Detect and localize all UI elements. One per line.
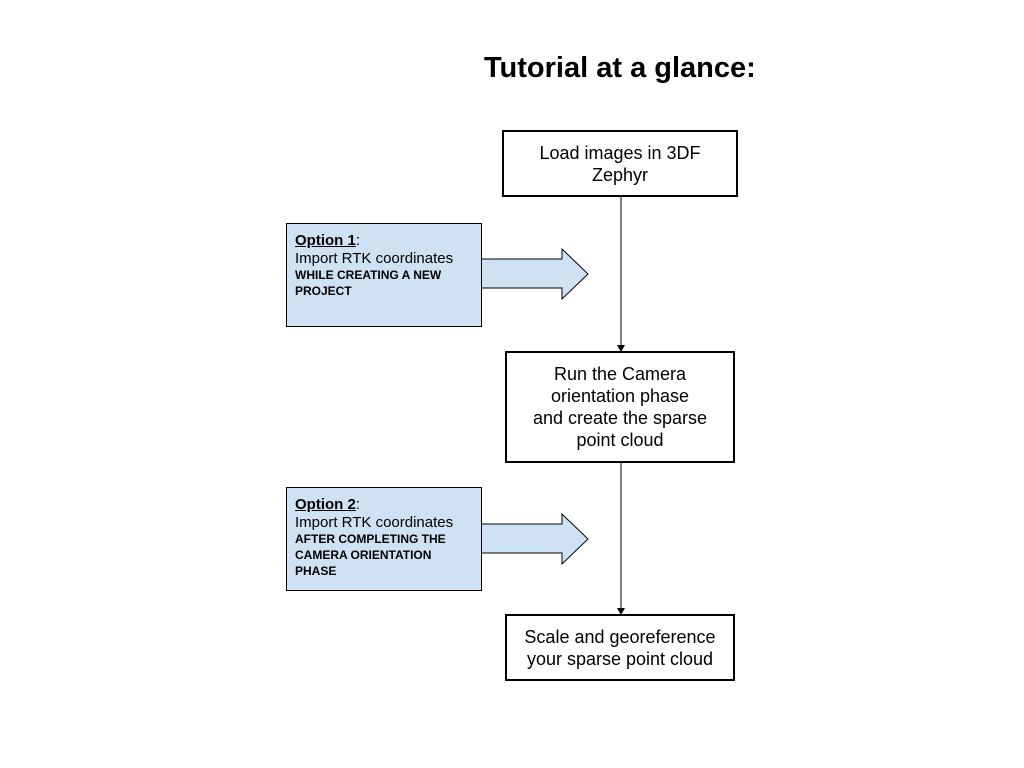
- option-1-block-arrow: [479, 247, 589, 301]
- diagram-title: Tutorial at a glance:: [484, 52, 756, 84]
- step-line: Zephyr: [591, 164, 649, 185]
- option-2-detail-line: PHASE: [295, 564, 337, 578]
- option-2-detail-line: CAMERA ORIENTATION: [295, 548, 432, 562]
- option-2-detail-line: AFTER COMPLETING THE: [295, 532, 446, 546]
- step-line: and create the sparse: [532, 408, 708, 428]
- step-line: orientation phase: [550, 386, 690, 406]
- step-line: Run the Camera: [553, 364, 687, 384]
- option-2-description: Import RTK coordinates: [295, 514, 454, 531]
- option-2-name: Option 2: [295, 496, 356, 513]
- option-1-heading: Option 1:: [295, 232, 481, 250]
- option-1-detail-line: WHILE CREATING A NEW: [295, 268, 442, 282]
- option-2-heading: Option 2:: [295, 496, 481, 514]
- step-scale-georeference: Scale and georeference your sparse point…: [505, 614, 735, 681]
- step-line: point cloud: [576, 430, 664, 450]
- step-load-images: Load images in 3DF Zephyr: [502, 130, 738, 197]
- option-2-block-arrow: [479, 512, 589, 566]
- option-1-colon: :: [355, 232, 360, 249]
- step-line: your sparse point cloud: [526, 648, 714, 669]
- option-1-detail-line: PROJECT: [295, 284, 352, 298]
- option-2-box: Option 2: Import RTK coordinates AFTER C…: [286, 487, 482, 591]
- step-line: Scale and georeference: [524, 626, 716, 647]
- step-camera-orientation: Run the Camera orientation phase and cre…: [505, 351, 735, 463]
- option-2-colon: :: [355, 496, 360, 513]
- step-line: Load images in 3DF: [539, 142, 701, 163]
- option-1-box: Option 1: Import RTK coordinates WHILE C…: [286, 223, 482, 327]
- option-1-description: Import RTK coordinates: [295, 250, 454, 267]
- option-1-name: Option 1: [295, 232, 356, 249]
